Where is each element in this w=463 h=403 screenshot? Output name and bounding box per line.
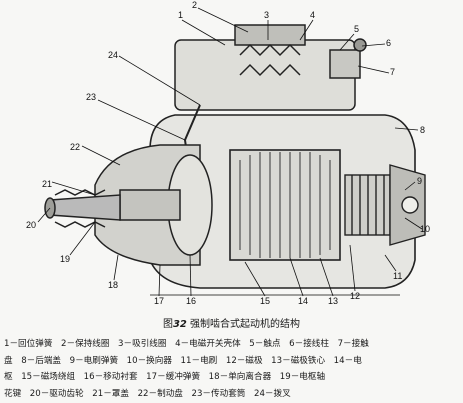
callout-11: 11 [393, 271, 402, 281]
callout-13: 13 [328, 296, 338, 306]
callout-2: 2 [192, 0, 197, 10]
solenoid-switch [174, 24, 367, 111]
drive-end [44, 144, 213, 266]
callout-numbers: 1 2 3 4 5 6 7 8 9 10 11 12 13 14 15 16 1… [26, 0, 430, 306]
callout-21: 21 [42, 179, 52, 189]
callout-7: 7 [390, 67, 395, 77]
callout-23: 23 [86, 92, 96, 102]
callout-5: 5 [354, 24, 359, 34]
commutator [344, 174, 391, 236]
caption-prefix: 图 [162, 319, 173, 330]
parts-legend: 1－回位弹簧 2－保持线圈 3－吸引线圈 4－电磁开关壳体 5－触点 6－接线柱… [4, 336, 459, 402]
callout-24: 24 [108, 50, 118, 60]
armature [239, 152, 331, 258]
motor-housing [149, 114, 416, 289]
legend-row: 盘 8－后端盖 9－电刷弹簧 10－换向器 11－电刷 12－磁极 13－磁极铁… [4, 355, 362, 366]
legend-row: 1－回位弹簧 2－保持线圈 3－吸引线圈 4－电磁开关壳体 5－触点 6－接线柱… [4, 339, 369, 349]
leader-lines [37, 7, 423, 297]
callout-6: 6 [386, 38, 391, 48]
callout-16: 16 [186, 296, 196, 306]
callout-14: 14 [298, 296, 308, 306]
callout-1: 1 [178, 10, 183, 20]
starter-motor-diagram: 1 2 3 4 5 6 7 8 9 10 11 12 13 14 15 16 1… [26, 0, 430, 306]
callout-22: 22 [70, 142, 80, 152]
legend-row: 花键 20－驱动齿轮 21－罩盖 22－制动盘 23－传动套筒 24－拨叉 [4, 388, 291, 399]
callout-3: 3 [264, 10, 269, 20]
callout-17: 17 [154, 296, 164, 306]
callout-9: 9 [417, 176, 422, 186]
callout-20: 20 [26, 220, 36, 230]
callout-15: 15 [260, 296, 270, 306]
figure-caption: 图32 强制啮合式起动机的结构 [0, 318, 463, 332]
callout-4: 4 [310, 10, 315, 20]
caption-text: 强制啮合式起动机的结构 [190, 319, 301, 330]
callout-19: 19 [60, 254, 70, 264]
callout-18: 18 [108, 280, 118, 290]
callout-12: 12 [350, 291, 360, 301]
callout-8: 8 [420, 125, 425, 135]
callout-10: 10 [420, 224, 430, 234]
caption-number: 32 [172, 319, 187, 330]
legend-row: 枢 15－磁场绕组 16－移动衬套 17－缓冲弹簧 18－单向离合器 19－电枢… [4, 372, 326, 382]
